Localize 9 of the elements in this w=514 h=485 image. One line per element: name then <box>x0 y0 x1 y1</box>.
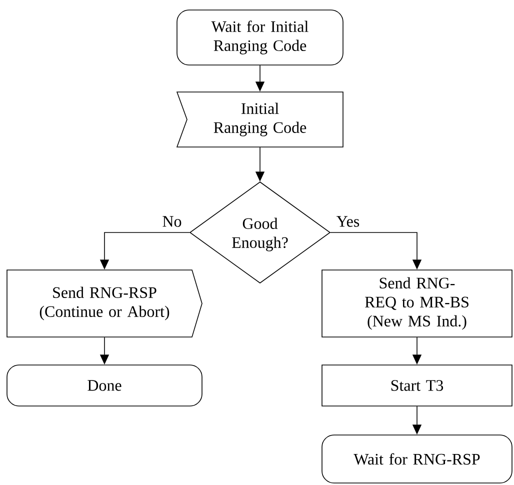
process-box: Start T3 <box>322 364 512 406</box>
terminal-box: Wait for Initial Ranging Code <box>176 10 344 66</box>
edge-label: Yes <box>336 216 360 227</box>
process-box: Send RNG-REQ to MR-BS (New MS Ind.) <box>322 270 512 338</box>
terminal-box: Done <box>6 364 202 406</box>
send-signal-box: Send RNG-RSP (Continue or Abort) <box>6 270 202 338</box>
terminal-box: Wait for RNG-RSP <box>322 434 512 484</box>
receive-signal-box: Initial Ranging Code <box>176 92 344 148</box>
edge-label: No <box>162 216 182 227</box>
